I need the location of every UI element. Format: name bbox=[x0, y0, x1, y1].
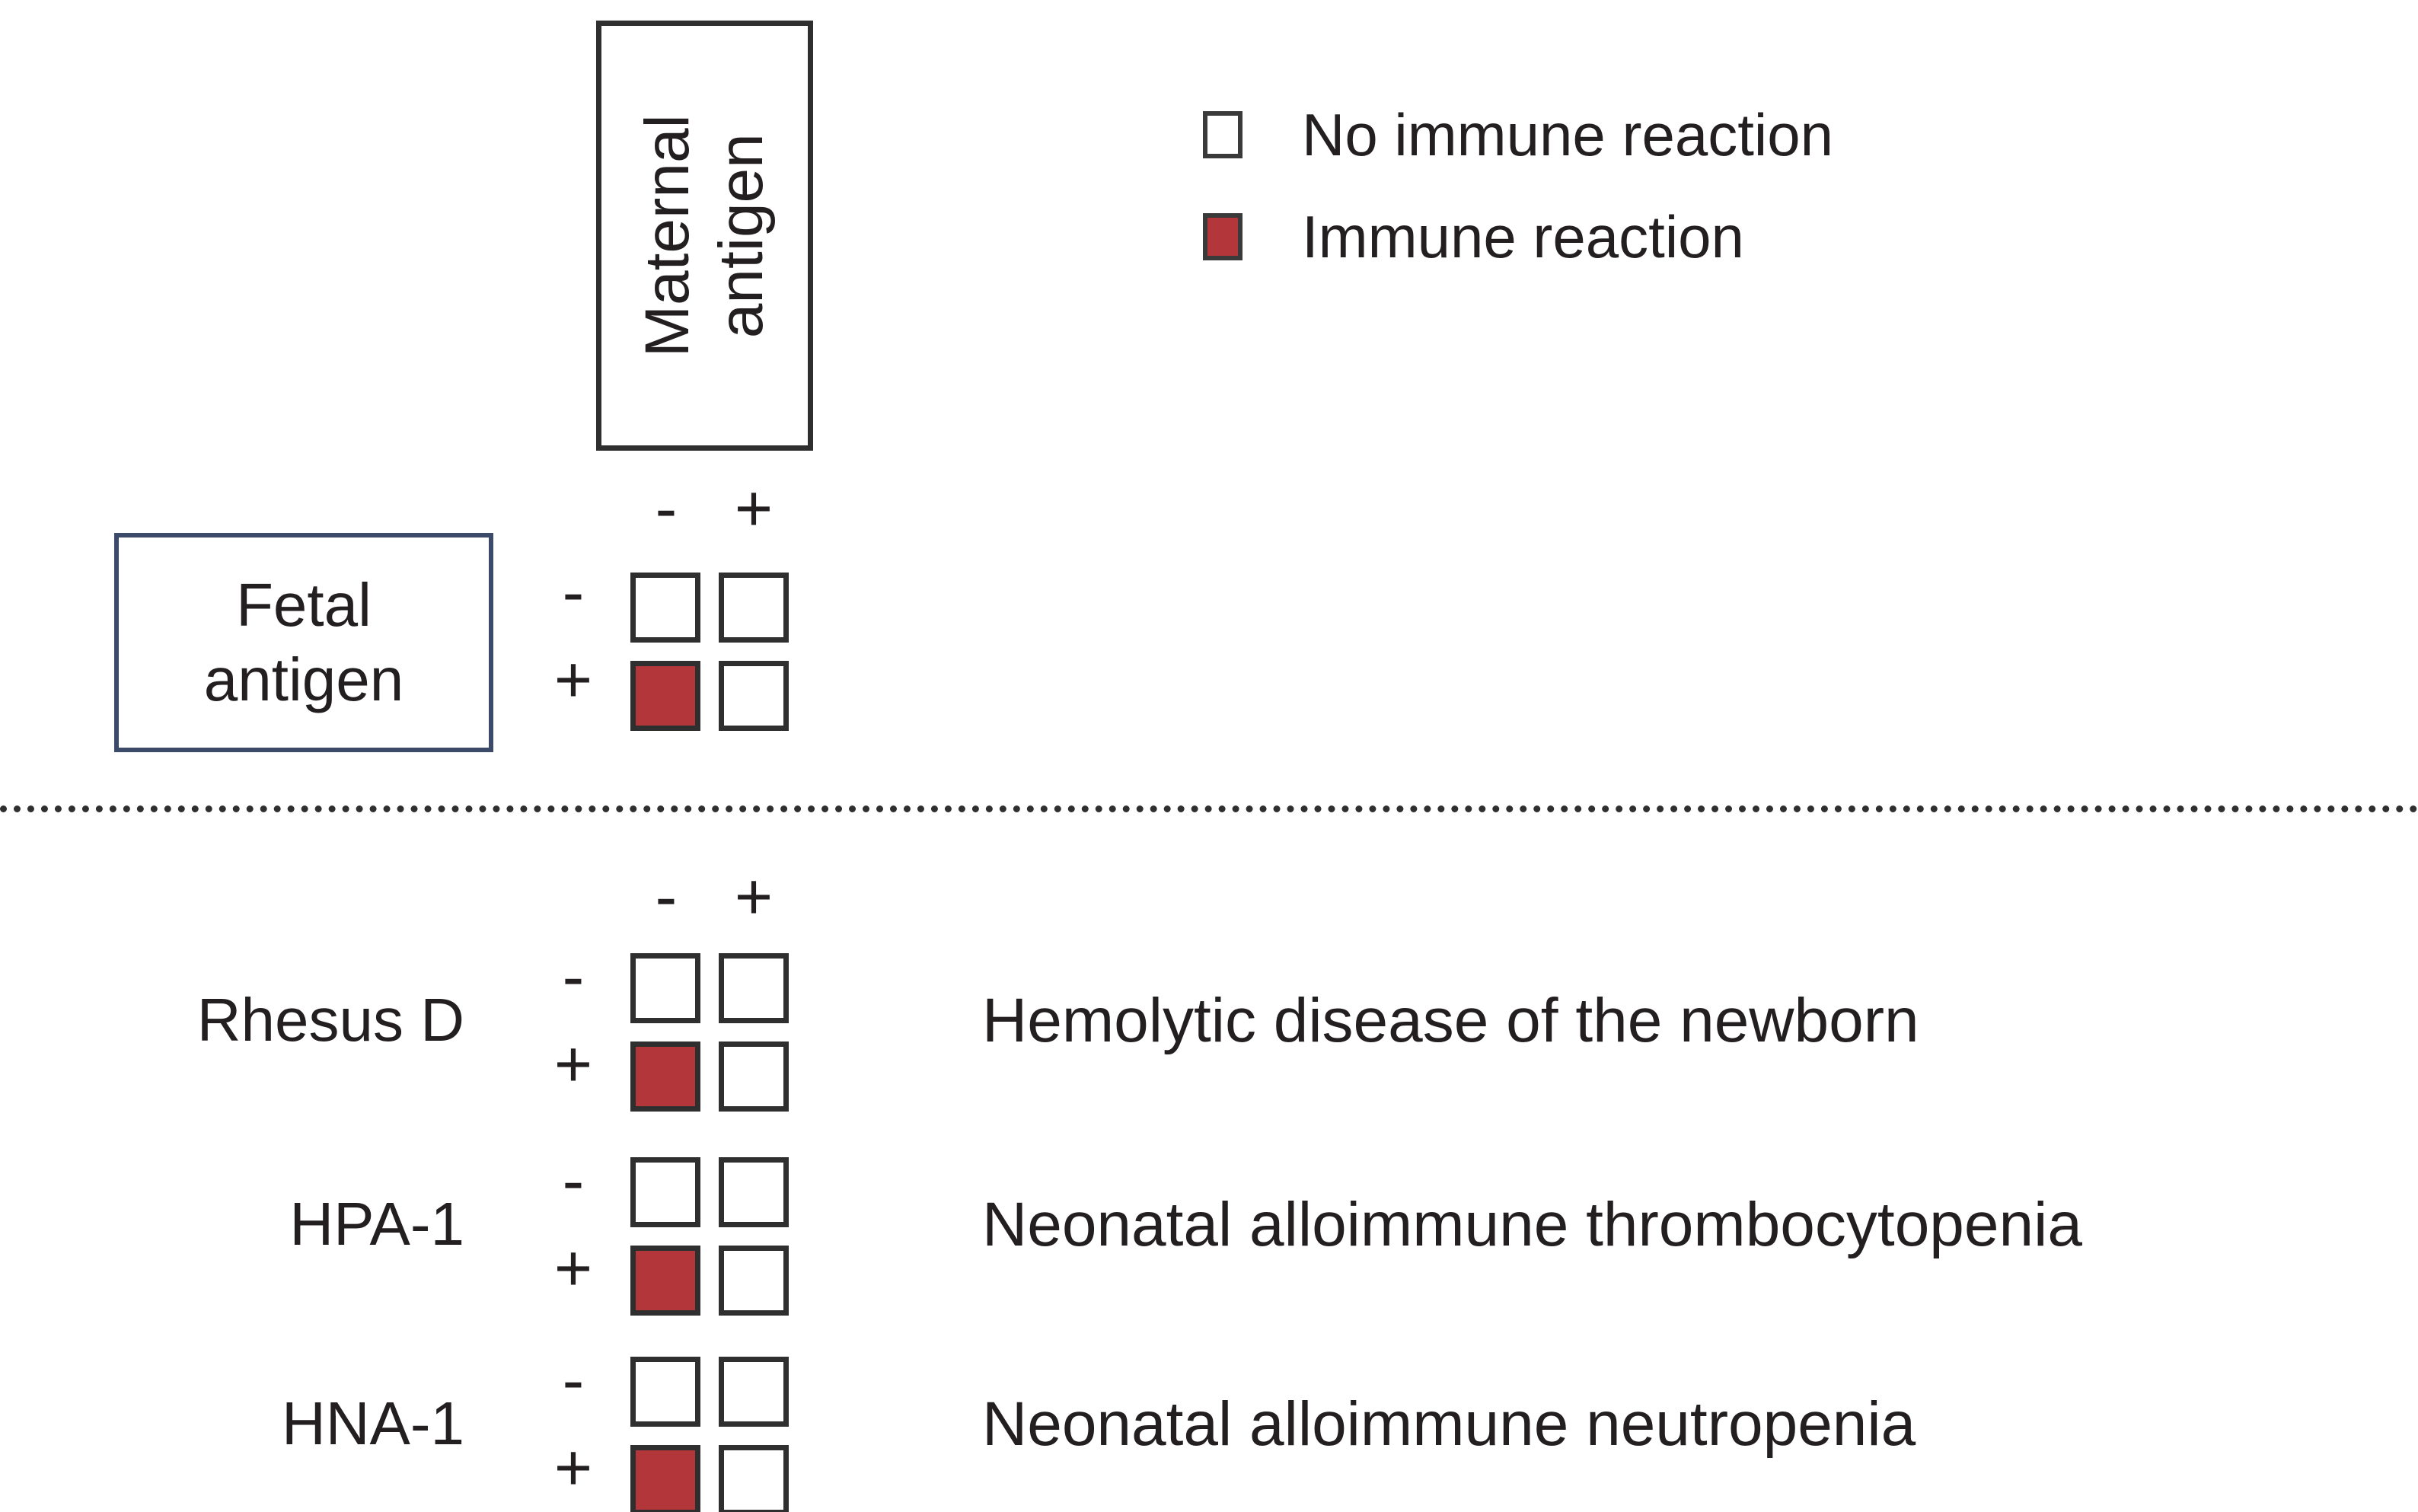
generic-matrix-cell-minus-plus bbox=[719, 573, 789, 643]
hpa-1-row-header-minus: - bbox=[562, 1144, 585, 1217]
hna-1-cell-plus-plus bbox=[719, 1445, 789, 1512]
rhesus-d-cell-plus-plus bbox=[719, 1041, 789, 1112]
rhesus-d-row-header-plus: + bbox=[553, 1028, 593, 1101]
legend-item-no-immune-reaction: No immune reaction bbox=[1203, 105, 1833, 164]
hna-1-cell-minus-minus bbox=[630, 1357, 700, 1427]
maternal-antigen-box-inner: Maternal antigen bbox=[601, 26, 808, 445]
row-label-hpa-1: HPA-1 bbox=[289, 1190, 464, 1258]
disease-label-hna-1: Neonatal alloimmune neutropenia bbox=[982, 1389, 1916, 1459]
generic-matrix-cell-plus-minus bbox=[630, 661, 700, 731]
hpa-1-cell-minus-minus bbox=[630, 1157, 700, 1227]
rhesus-d-col-header-minus: - bbox=[655, 860, 678, 933]
hna-1-cell-minus-plus bbox=[719, 1357, 789, 1427]
legend-label-no-immune-reaction: No immune reaction bbox=[1302, 101, 1833, 168]
maternal-antigen-box: Maternal antigen bbox=[596, 21, 813, 451]
maternal-antigen-label-line1: Maternal bbox=[632, 113, 702, 358]
hna-1-row-header-plus: + bbox=[553, 1431, 593, 1504]
disease-label-hpa-1: Neonatal alloimmune thrombocytopenia bbox=[982, 1190, 2082, 1259]
legend-item-immune-reaction: Immune reaction bbox=[1203, 207, 1744, 266]
generic-matrix-row-header-minus: - bbox=[562, 556, 585, 629]
hna-1-row-header-minus: - bbox=[562, 1344, 585, 1417]
maternal-antigen-label-line2: antigen bbox=[706, 132, 776, 339]
generic-matrix-col-header-plus: + bbox=[734, 472, 774, 545]
maternal-antigen-label: Maternal antigen bbox=[631, 114, 779, 357]
disease-label-rhesus-d: Hemolytic disease of the newborn bbox=[982, 986, 1919, 1055]
hna-1-cell-plus-minus bbox=[630, 1445, 700, 1512]
hpa-1-cell-plus-plus bbox=[719, 1246, 789, 1316]
filled-square-icon bbox=[1203, 213, 1242, 260]
generic-matrix-col-header-minus: - bbox=[655, 472, 678, 545]
hpa-1-cell-minus-plus bbox=[719, 1157, 789, 1227]
row-label-rhesus-d: Rhesus D bbox=[196, 986, 464, 1054]
hpa-1-cell-plus-minus bbox=[630, 1246, 700, 1316]
rhesus-d-cell-minus-minus bbox=[630, 953, 700, 1023]
fetal-antigen-label-line2: antigen bbox=[203, 646, 404, 713]
rhesus-d-cell-plus-minus bbox=[630, 1041, 700, 1112]
hpa-1-row-header-plus: + bbox=[553, 1232, 593, 1305]
generic-matrix-cell-plus-plus bbox=[719, 661, 789, 731]
row-label-hna-1: HNA-1 bbox=[281, 1389, 464, 1457]
rhesus-d-cell-minus-plus bbox=[719, 953, 789, 1023]
legend-label-immune-reaction: Immune reaction bbox=[1302, 203, 1744, 270]
empty-square-icon bbox=[1203, 111, 1242, 158]
generic-matrix-row-header-plus: + bbox=[553, 643, 593, 716]
fetal-antigen-label-line1: Fetal bbox=[236, 571, 372, 640]
rhesus-d-row-header-minus: - bbox=[562, 940, 585, 1013]
generic-matrix-cell-minus-minus bbox=[630, 573, 700, 643]
rhesus-d-col-header-plus: + bbox=[734, 860, 774, 933]
section-divider bbox=[0, 805, 2418, 812]
fetal-antigen-box: Fetal antigen bbox=[114, 533, 493, 752]
